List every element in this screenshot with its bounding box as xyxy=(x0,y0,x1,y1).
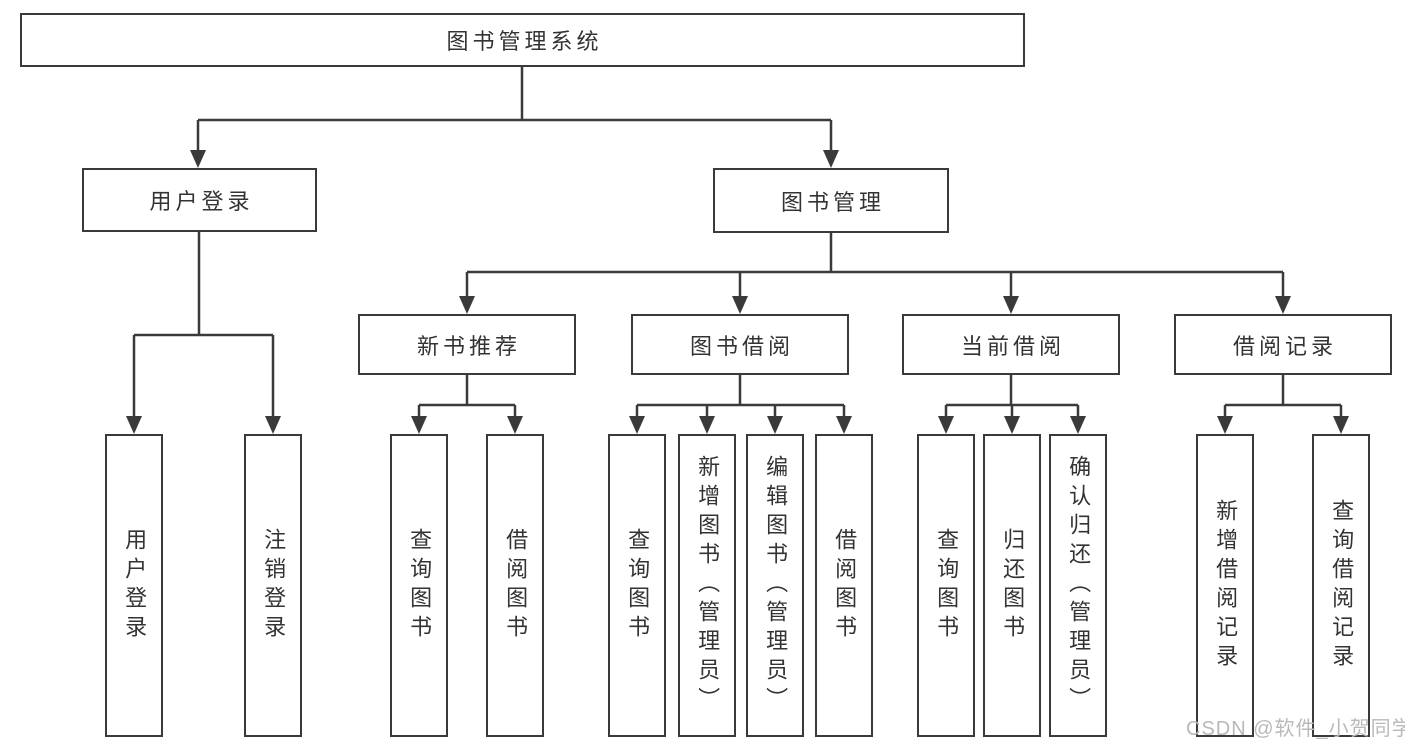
leaf-user-login-label: 用户登录 xyxy=(122,527,148,644)
leaf-query-books-recommend-label: 查询图书 xyxy=(407,527,433,644)
leaf-logout-label: 注销登录 xyxy=(261,527,287,644)
leaf-add-book-admin-label: 新增图书（管理员） xyxy=(695,455,721,716)
node-book-management-label: 图书管理 xyxy=(780,189,885,215)
node-root-label: 图书管理系统 xyxy=(446,29,603,54)
leaf-borrow-books-recommend-label: 借阅图书 xyxy=(503,527,529,644)
leaf-confirm-return-admin-label: 确认归还（管理员） xyxy=(1066,455,1092,716)
leaf-query-borrow-record: 查询借阅记录 xyxy=(1312,434,1370,737)
leaf-edit-book-admin: 编辑图书（管理员） xyxy=(746,434,804,737)
node-new-book-recommend: 新书推荐 xyxy=(358,314,576,375)
leaf-add-borrow-record: 新增借阅记录 xyxy=(1196,434,1254,737)
leaf-query-books-current: 查询图书 xyxy=(917,434,975,737)
node-user-login-label: 用户登录 xyxy=(149,189,254,214)
leaf-edit-book-admin-label: 编辑图书（管理员） xyxy=(763,455,789,716)
leaf-add-borrow-record-label: 新增借阅记录 xyxy=(1213,498,1239,673)
leaf-return-books-label: 归还图书 xyxy=(1000,527,1026,644)
leaf-query-books-current-label: 查询图书 xyxy=(934,527,960,644)
leaf-borrow-books-recommend: 借阅图书 xyxy=(486,434,544,737)
leaf-user-login: 用户登录 xyxy=(105,434,163,737)
node-current-borrow: 当前借阅 xyxy=(902,314,1120,375)
leaf-query-books-borrow: 查询图书 xyxy=(608,434,666,737)
leaf-borrow-books: 借阅图书 xyxy=(815,434,873,737)
node-current-borrow-label: 当前借阅 xyxy=(960,333,1065,359)
node-root: 图书管理系统 xyxy=(20,13,1025,67)
node-book-borrow: 图书借阅 xyxy=(631,314,849,375)
node-book-borrow-label: 图书借阅 xyxy=(689,333,794,359)
csdn-watermark: CSDN @软件_小贺同学 xyxy=(1186,718,1405,740)
leaf-query-books-borrow-label: 查询图书 xyxy=(625,527,651,644)
leaf-borrow-books-label: 借阅图书 xyxy=(832,527,858,644)
leaf-add-book-admin: 新增图书（管理员） xyxy=(678,434,736,737)
node-book-management: 图书管理 xyxy=(713,168,949,233)
node-borrow-records: 借阅记录 xyxy=(1174,314,1392,375)
node-new-book-recommend-label: 新书推荐 xyxy=(416,333,521,359)
leaf-query-borrow-record-label: 查询借阅记录 xyxy=(1329,498,1355,673)
node-borrow-records-label: 借阅记录 xyxy=(1232,333,1337,359)
leaf-query-books-recommend: 查询图书 xyxy=(390,434,448,737)
leaf-confirm-return-admin: 确认归还（管理员） xyxy=(1049,434,1107,737)
node-user-login: 用户登录 xyxy=(82,168,317,232)
leaf-logout: 注销登录 xyxy=(244,434,302,737)
leaf-return-books: 归还图书 xyxy=(983,434,1041,737)
